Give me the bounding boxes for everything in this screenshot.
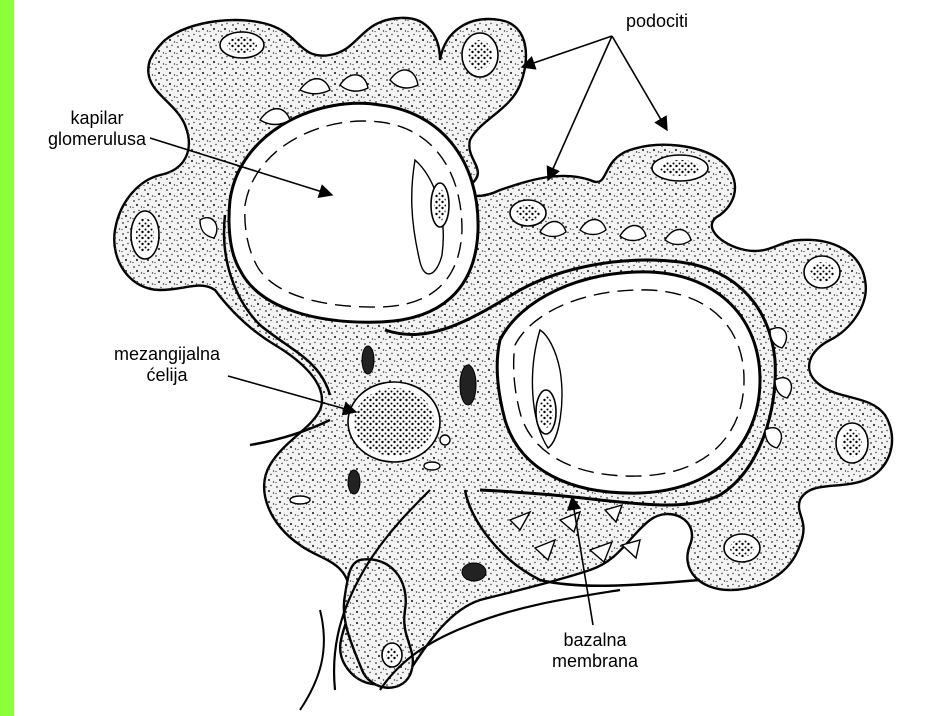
label-mezang-line1: mezangijalna <box>92 344 242 365</box>
mesangial-cell-nucleus <box>348 382 440 462</box>
label-bazalna-membrana: bazalna membrana <box>540 630 650 672</box>
capillary-lower-right <box>497 272 760 493</box>
label-kapilar-glomerulusa: kapilar glomerulusa <box>22 108 172 150</box>
label-mezangijalna-celija: mezangijalna ćelija <box>92 344 242 386</box>
label-bazalna-line1: bazalna <box>540 630 650 651</box>
label-mezang-line2: ćelija <box>92 365 242 386</box>
capillary-upper-left <box>229 103 478 322</box>
label-bazalna-line2: membrana <box>540 651 650 672</box>
label-podociti: podociti <box>626 11 688 32</box>
label-kapilar-line2: glomerulusa <box>22 129 172 150</box>
label-kapilar-line1: kapilar <box>22 108 172 129</box>
